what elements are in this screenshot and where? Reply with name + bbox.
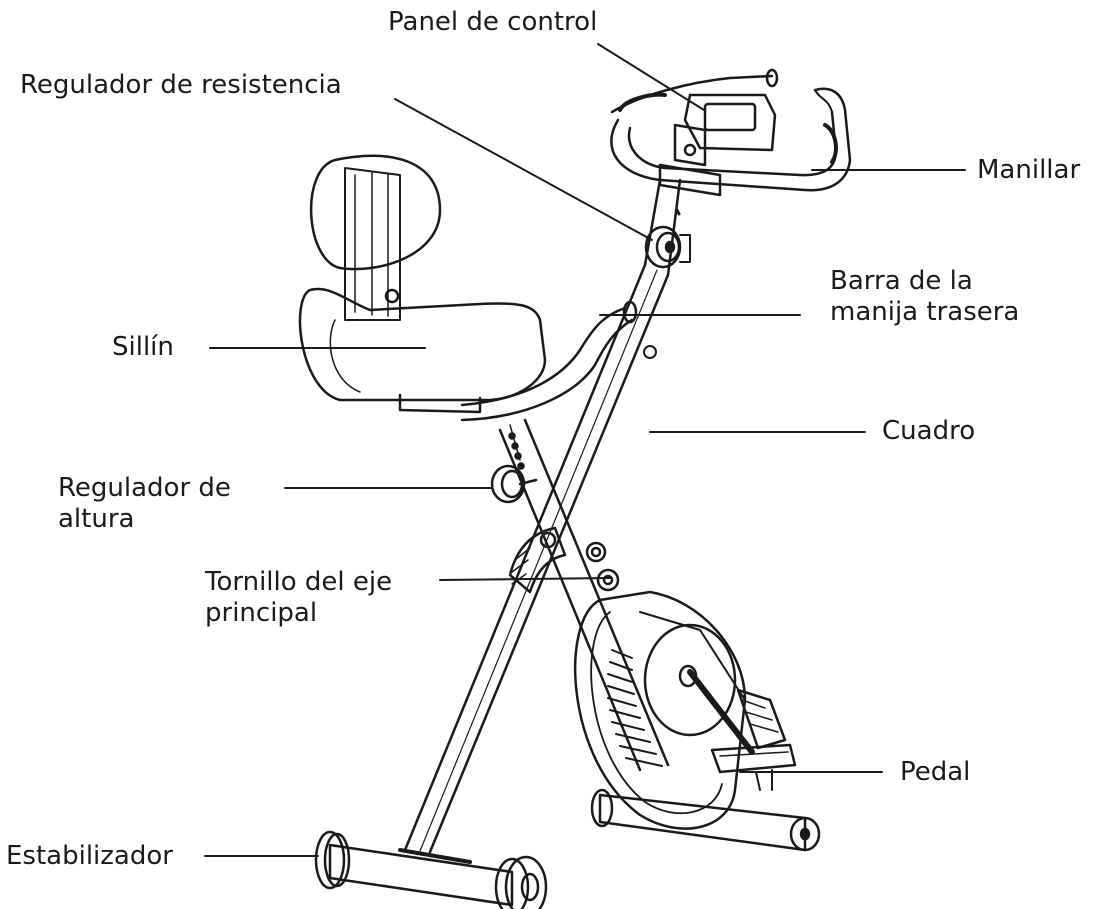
label-barra-de-la-manija-trasera: Barra de la manija trasera: [830, 266, 1019, 328]
housing-vents: [607, 649, 663, 767]
front-stabilizer: [314, 830, 548, 909]
main-frame: [403, 178, 682, 854]
leader-tornillo: [439, 577, 611, 581]
leader-lines: [204, 43, 966, 857]
leader-resistencia: [394, 98, 653, 241]
crank-and-pedal: [678, 664, 797, 791]
rear-handle-bar: [460, 300, 638, 422]
main-axle: [508, 526, 620, 594]
label-regulador-de-resistencia: Regulador de resistencia: [20, 70, 342, 100]
label-sillin: Sillín: [112, 332, 174, 362]
rear-stabilizer: [590, 788, 821, 852]
label-barra-line1: Barra de la: [830, 266, 973, 296]
height-knob: [490, 464, 538, 504]
label-pedal: Pedal: [900, 757, 971, 787]
label-estabilizador: Estabilizador: [6, 841, 173, 871]
leader-panel: [597, 43, 705, 111]
label-altura-line1: Regulador de: [58, 473, 231, 503]
control-panel: [658, 93, 777, 197]
resistance-knob: [644, 225, 691, 269]
label-altura-line2: altura: [58, 504, 135, 534]
label-barra-line2: manija trasera: [830, 297, 1020, 327]
label-tornillo-del-eje-principal: Tornillo del eje principal: [205, 567, 392, 629]
seat: [298, 154, 547, 414]
label-cuadro: Cuadro: [882, 416, 976, 446]
seat-tube: [498, 418, 670, 772]
handlebar: [610, 68, 852, 192]
flywheel-housing: [573, 590, 747, 830]
label-regulador-de-altura: Regulador de altura: [58, 473, 231, 535]
label-tornillo-line2: principal: [205, 598, 318, 628]
label-manillar: Manillar: [977, 155, 1081, 185]
label-panel-de-control: Panel de control: [388, 7, 598, 37]
label-tornillo-line1: Tornillo del eje: [205, 567, 393, 597]
